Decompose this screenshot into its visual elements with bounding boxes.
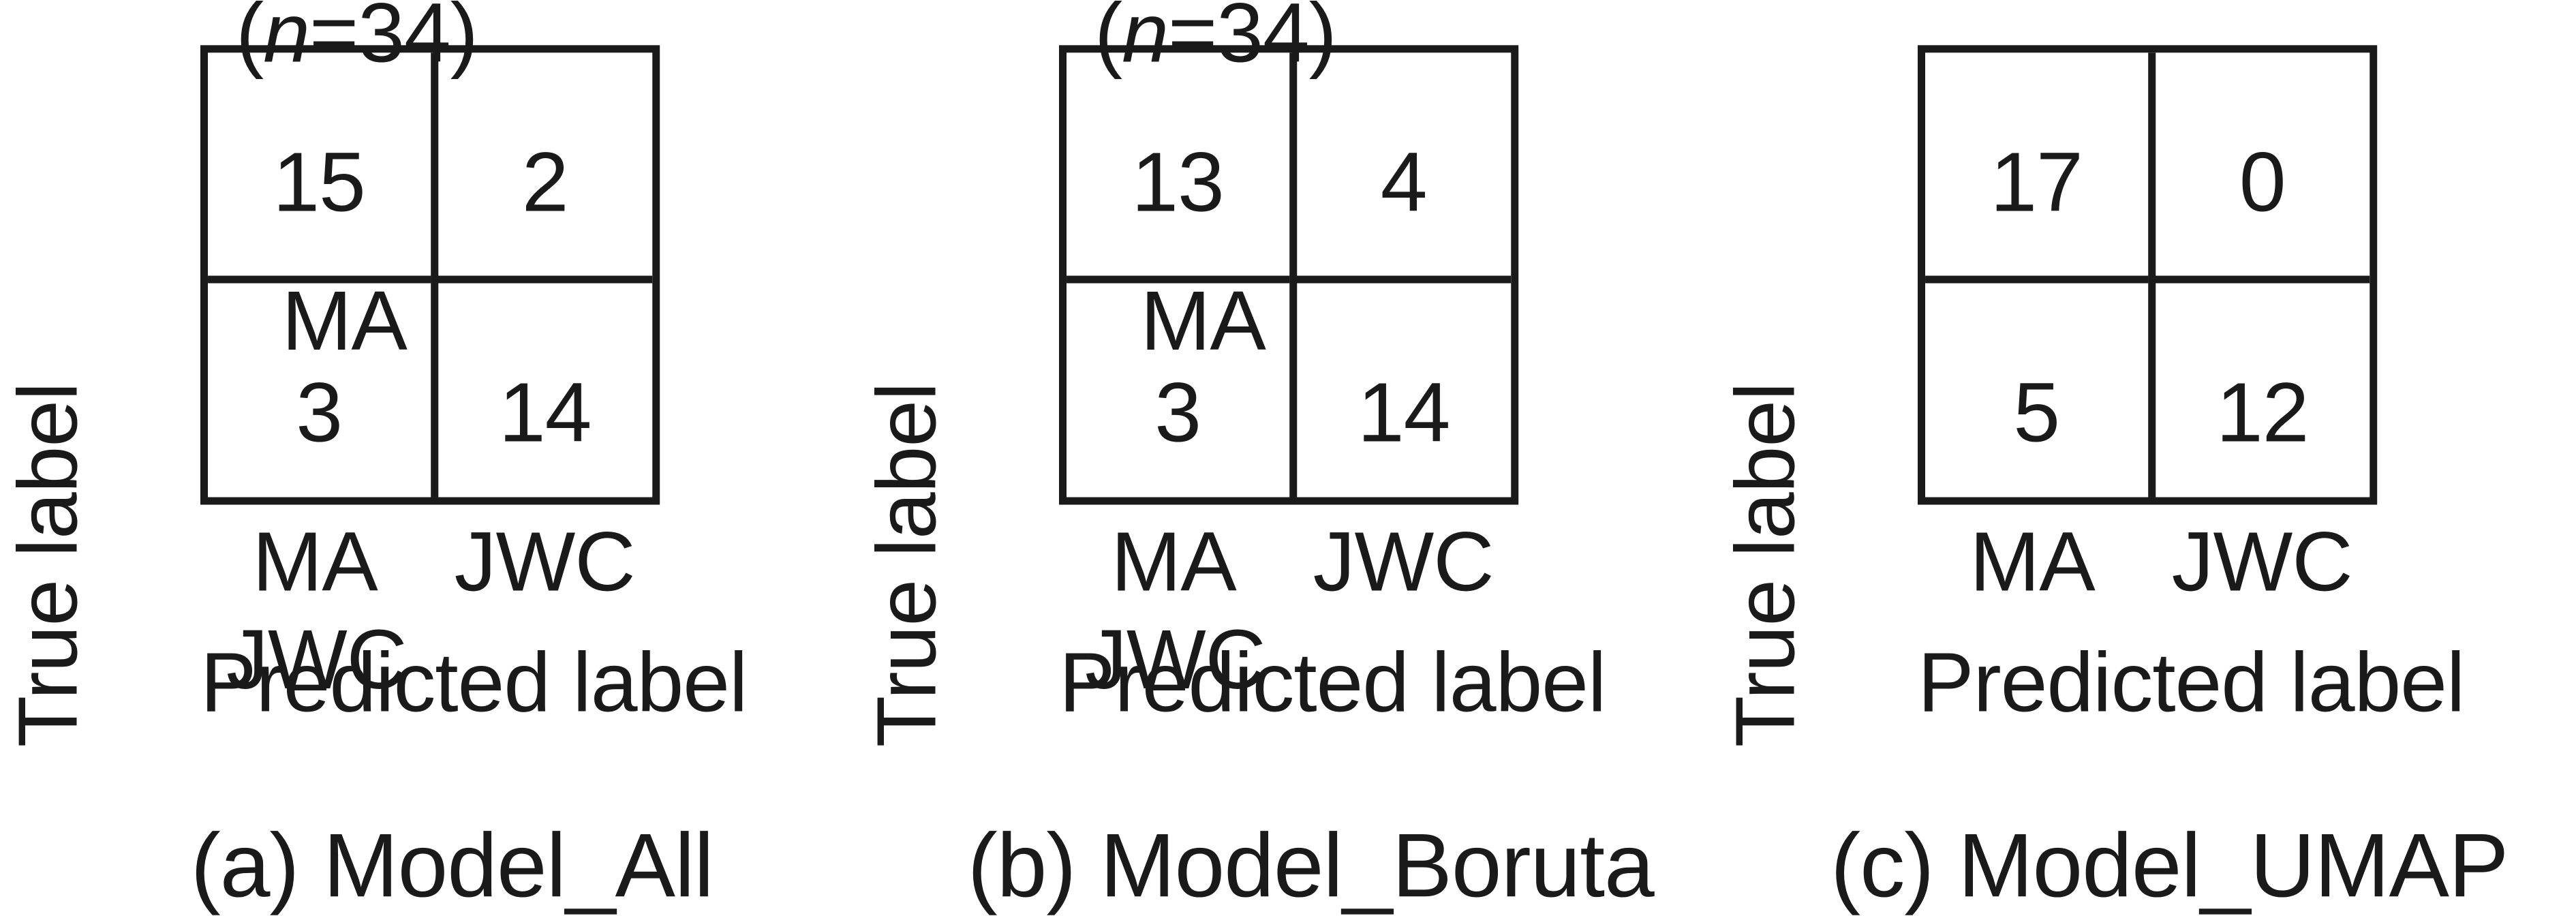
x-axis-title-a: Predicted label: [200, 634, 748, 729]
cell-true-ma-pred-ma-c: 17: [1925, 52, 2148, 275]
row-tick-jwc-b: JWC: [226, 611, 408, 707]
cell-value: 3: [296, 363, 343, 459]
cell-value: 12: [2215, 363, 2310, 459]
cell-true-jwc-pred-jwc-c: 12: [2147, 275, 2370, 498]
panel-caption-a: (a) Model_All: [190, 814, 714, 916]
x-axis-title-b: Predicted label: [1059, 634, 1606, 729]
sample-size-italic-n: n: [263, 0, 310, 80]
col-tick-ma-a: MA: [252, 513, 378, 609]
row-tick-jwc-c: JWC: [1085, 611, 1266, 707]
panel-caption-b: (b) Model_Boruta: [967, 814, 1655, 916]
sample-size-suffix: =34): [309, 0, 478, 80]
cell-true-ma-pred-ma-a: 15: [208, 52, 431, 275]
panel-c: (n=34) True label MA JWC 17 0 5 12 MA JW…: [1085, 0, 2576, 911]
cell-value: 3: [1154, 363, 1201, 459]
cell-true-jwc-pred-ma-b: 3: [1067, 275, 1289, 498]
sample-size-annotation-c: (n=34): [1094, 0, 1337, 76]
confusion-matrix-c: 17 0 5 12: [1918, 45, 2378, 505]
sample-size-italic-n: n: [1122, 0, 1169, 80]
cell-value: 14: [498, 363, 592, 459]
cell-true-ma-pred-jwc-c: 0: [2147, 52, 2370, 275]
x-axis-title-c: Predicted label: [1918, 634, 2465, 729]
sample-size-prefix: (: [236, 0, 264, 80]
y-axis-title-text: True label: [1717, 382, 1813, 748]
cell-true-jwc-pred-jwc-a: 14: [430, 275, 653, 498]
row-tick-ma-c: MA: [1140, 273, 1266, 368]
col-tick-jwc-c: JWC: [2171, 513, 2353, 609]
cell-true-jwc-pred-ma-c: 5: [1925, 275, 2148, 498]
col-tick-ma-b: MA: [1111, 513, 1237, 609]
col-tick-jwc-a: JWC: [454, 513, 636, 609]
sample-size-suffix: =34): [1167, 0, 1337, 80]
cell-true-jwc-pred-ma-a: 3: [208, 275, 431, 498]
sample-size-prefix: (: [1094, 0, 1122, 80]
cell-true-ma-pred-jwc-b: 4: [1289, 52, 1512, 275]
cell-value: 17: [1990, 134, 2083, 229]
cell-true-ma-pred-jwc-a: 2: [430, 52, 653, 275]
col-tick-jwc-b: JWC: [1313, 513, 1494, 609]
col-tick-ma-c: MA: [1969, 513, 2096, 609]
confusion-matrix-a: 15 2 3 14: [200, 45, 660, 505]
cell-true-jwc-pred-jwc-b: 14: [1289, 275, 1512, 498]
cell-value: 2: [521, 134, 569, 229]
sample-size-annotation-b: (n=34): [236, 0, 478, 76]
confusion-matrix-b: 13 4 3 14: [1059, 45, 1519, 505]
row-tick-ma-b: MA: [281, 273, 408, 368]
cell-value: 5: [2013, 363, 2060, 459]
cell-value: 0: [2239, 134, 2286, 229]
y-axis-title-c: True label: [1717, 264, 1812, 866]
panel-caption-c: (c) Model_UMAP: [1830, 814, 2509, 916]
cell-value: 13: [1131, 134, 1225, 229]
cell-value: 4: [1380, 134, 1428, 229]
cell-value: 15: [273, 134, 366, 229]
cell-true-ma-pred-ma-b: 13: [1067, 52, 1289, 275]
cell-value: 14: [1357, 363, 1451, 459]
